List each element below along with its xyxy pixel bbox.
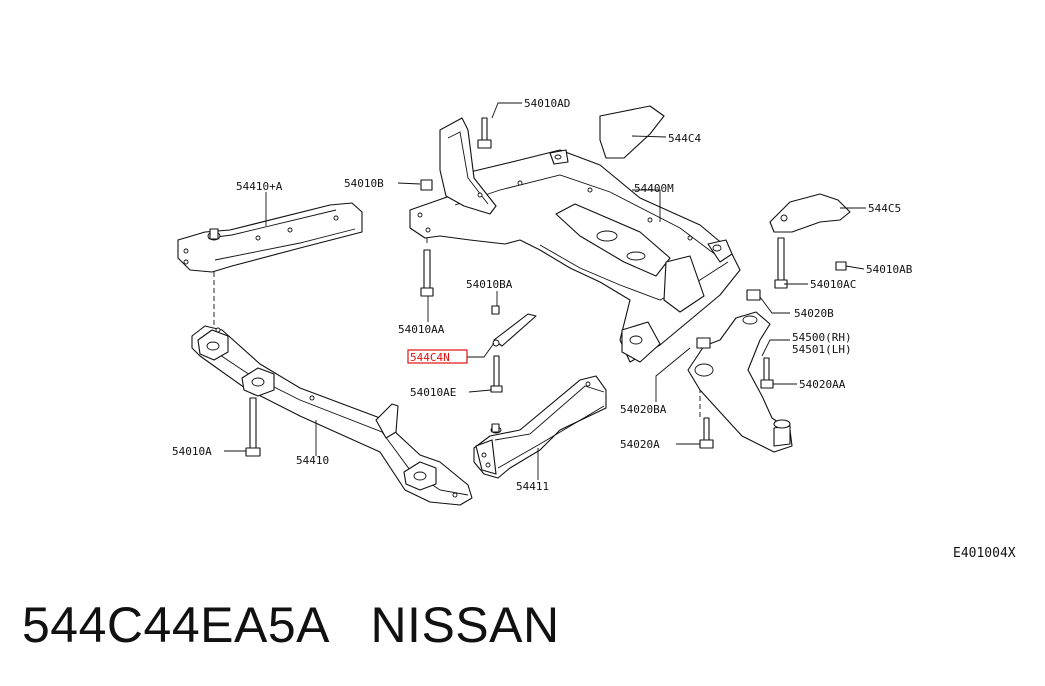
nut-54010b [420, 179, 433, 191]
callout-54010ac[interactable]: 54010AC [810, 278, 856, 291]
callout-54010ba[interactable]: 54010BA [466, 278, 513, 291]
nut-54020b [746, 289, 761, 301]
callout-54020a[interactable]: 54020A [620, 438, 660, 451]
callout-54400m[interactable]: 54400M [634, 182, 674, 195]
lower-arm-54500-54501 [687, 311, 793, 453]
bolt-54020aa [760, 357, 774, 389]
bolt-54010a [245, 397, 261, 457]
diagram-ref-code: E401004X [953, 546, 1016, 561]
nut-54020ba [696, 337, 711, 349]
callout-544c4n[interactable]: 544C4N [410, 351, 450, 364]
part-number: 544C44EA5A [22, 597, 328, 653]
callout-54020aa[interactable]: 54020AA [799, 378, 846, 391]
callout-544c4[interactable]: 544C4 [668, 132, 701, 145]
bolt-54020a [699, 417, 714, 449]
bolt-54010aa [420, 249, 434, 297]
suspension-member-54400m [409, 117, 741, 363]
callout-544c5[interactable]: 544C5 [868, 202, 901, 215]
callout-54411[interactable]: 54411 [516, 480, 549, 493]
highlight-box [407, 349, 468, 364]
callout-54010b[interactable]: 54010B [344, 177, 384, 190]
footer-caption: 544C44EA5A NISSAN [22, 596, 560, 654]
callout-54020ba[interactable]: 54020BA [620, 403, 667, 416]
leader-lines [224, 102, 866, 480]
front-member-54410 [191, 325, 473, 506]
bracket-544c4n [490, 305, 537, 393]
brand-name: NISSAN [370, 597, 560, 653]
bracket-544c5 [769, 193, 851, 289]
callout-54010a[interactable]: 54010A [172, 445, 212, 458]
front-member-54410-plus-a [177, 202, 363, 273]
callout-54410-plus-a[interactable]: 54410+A [236, 180, 283, 193]
callout-54501-lh[interactable]: 54501(LH) [792, 343, 852, 356]
callout-54020b[interactable]: 54020B [794, 307, 834, 320]
callout-54010ad[interactable]: 54010AD [524, 97, 570, 110]
callout-54010aa[interactable]: 54010AA [398, 323, 445, 336]
callout-54500-rh[interactable]: 54500(RH) [792, 331, 852, 344]
bracket-544c4 [599, 105, 665, 159]
callout-54010ab[interactable]: 54010AB [866, 263, 913, 276]
front-member-54411 [473, 375, 607, 479]
bolt-54010ad [477, 117, 492, 149]
callout-54410[interactable]: 54410 [296, 454, 329, 467]
callout-54010ae[interactable]: 54010AE [410, 386, 456, 399]
